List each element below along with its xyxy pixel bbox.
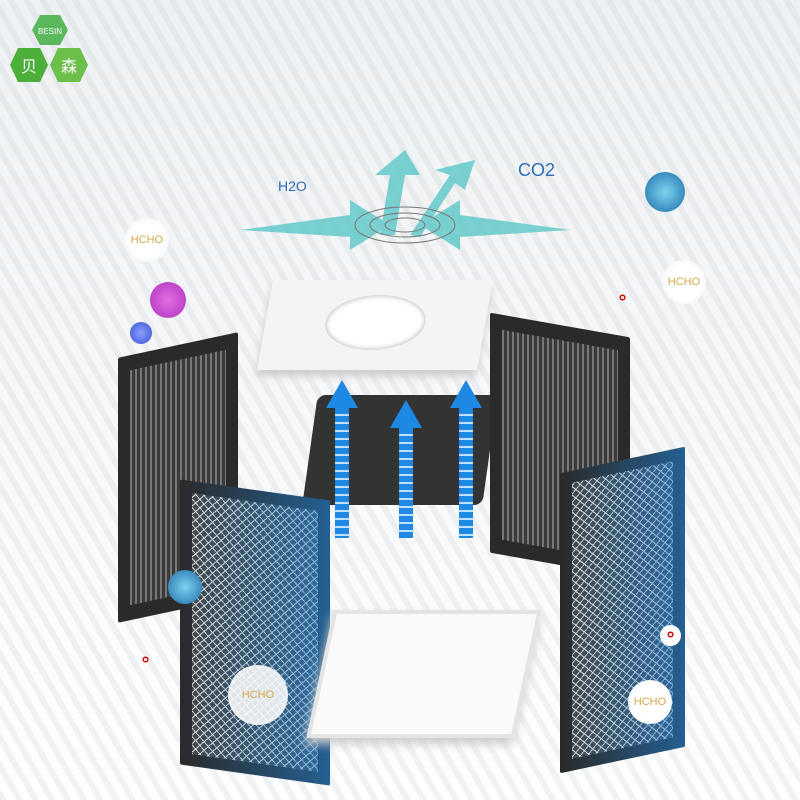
hcho-bubble: HCHO	[228, 665, 288, 725]
formaldehyde-molecule-icon: ⚬	[660, 625, 682, 646]
hcho-bubble: HCHO	[662, 260, 706, 304]
mesh-filter-right	[560, 446, 685, 774]
h2o-label: H2O	[278, 178, 307, 194]
virus-teal-icon	[645, 172, 685, 212]
virus-teal-icon	[168, 570, 202, 604]
virus-purple-icon	[150, 282, 186, 318]
svg-text:BESIN: BESIN	[38, 27, 62, 36]
virus-blue-icon	[130, 322, 152, 344]
formaldehyde-molecule-icon: ⚬	[138, 650, 154, 670]
exhaust-arrows-icon	[240, 150, 570, 250]
hcho-bubble: HCHO	[628, 680, 672, 724]
svg-text:森: 森	[61, 58, 77, 76]
besin-logo: BESIN 贝 森	[10, 15, 88, 82]
formaldehyde-molecule-icon: ⚬	[615, 288, 631, 308]
airflow-arrows	[316, 380, 496, 550]
top-filter-pad	[257, 280, 493, 370]
mesh-filter-left	[180, 479, 330, 786]
hcho-bubble: HCHO	[125, 218, 169, 262]
svg-text:贝: 贝	[21, 59, 37, 76]
co2-label: CO2	[518, 160, 556, 180]
bottom-tray	[306, 610, 542, 738]
